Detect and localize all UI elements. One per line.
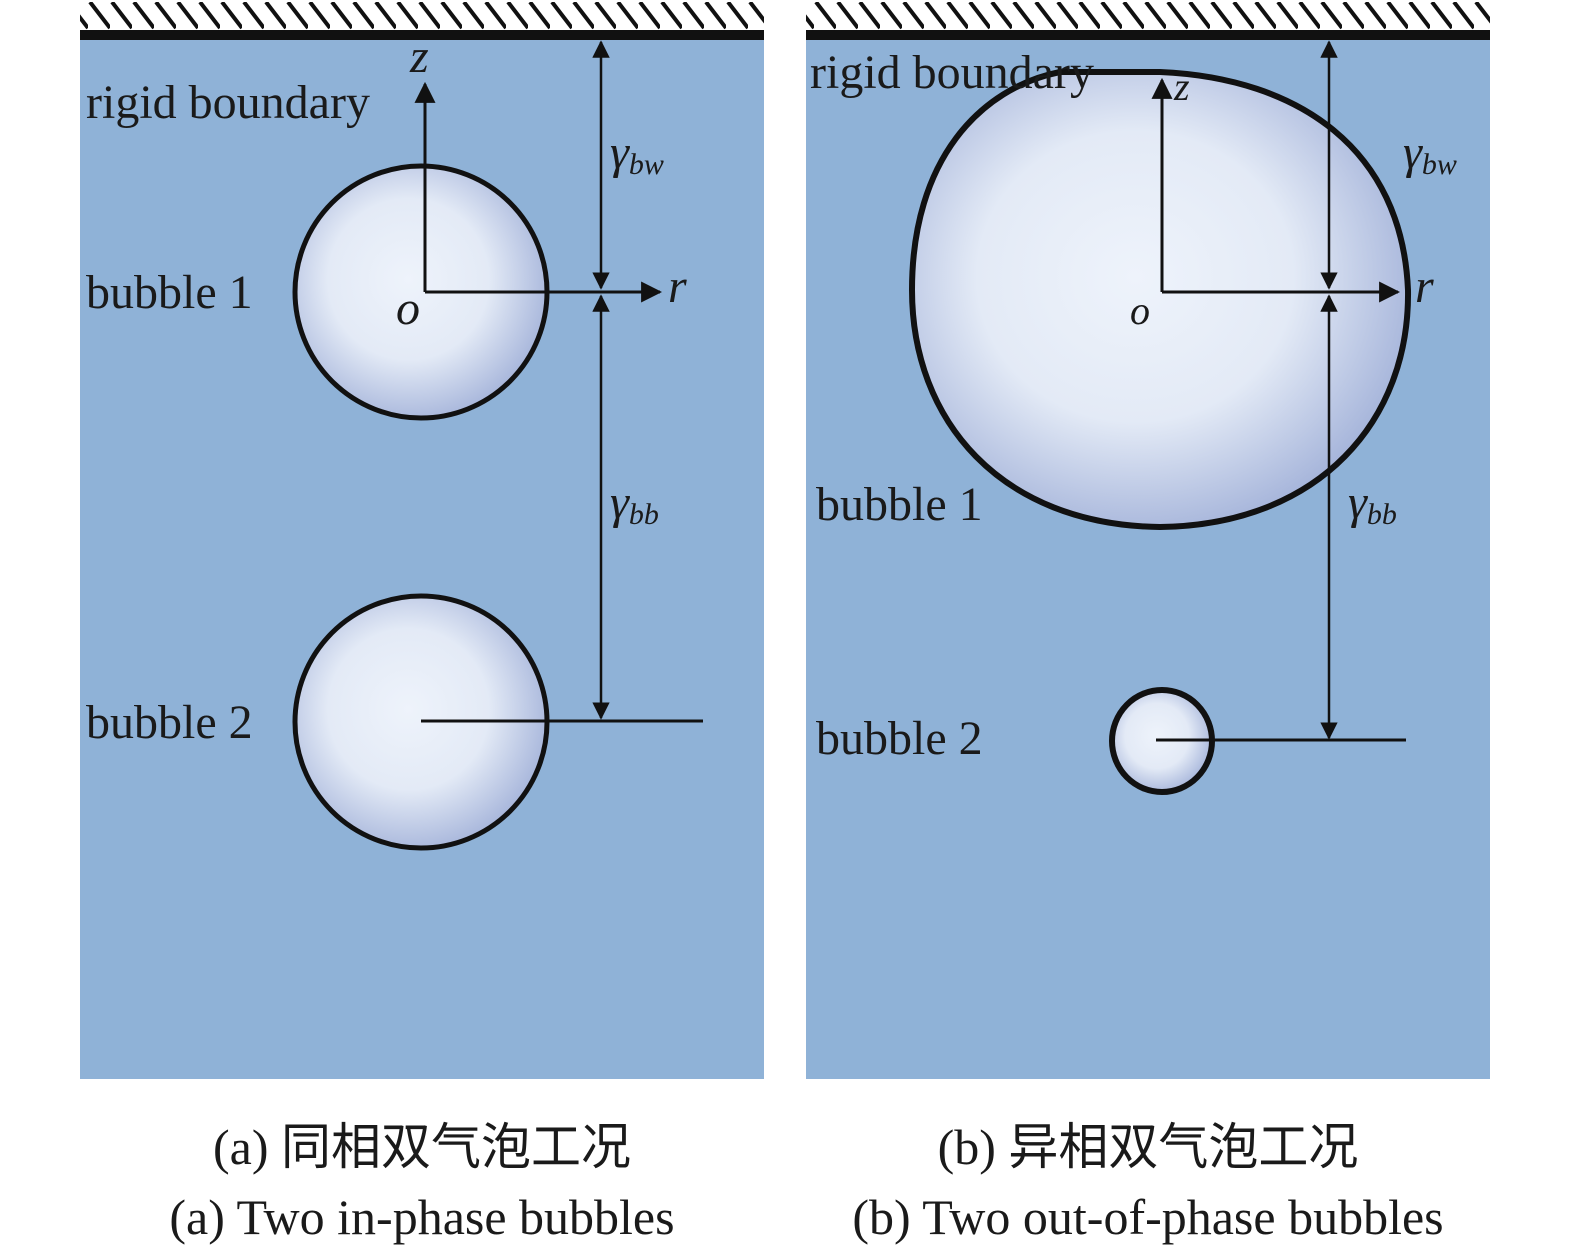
bubble1-label: bubble 1: [86, 266, 253, 319]
bb-label: γbb: [1348, 476, 1397, 531]
origin-label: o: [396, 282, 420, 335]
wall-hatching: [80, 2, 764, 32]
bubble1-label: bubble 1: [816, 478, 983, 531]
caption-a-chinese: (a) 同相双气泡工况: [213, 1119, 631, 1175]
bubble-1-deformed: [908, 69, 1412, 531]
panel-b: rigid boundary z r o γbw γbb bubble 1 bu…: [806, 2, 1490, 1079]
panel-a: rigid boundary z r o γbw γbb bubble 1 bu…: [80, 2, 764, 1079]
r-label: r: [1415, 260, 1434, 313]
bb-label: γbb: [610, 476, 659, 531]
origin-label: o: [1130, 288, 1150, 333]
caption-b-english: (b) Two out-of-phase bubbles: [852, 1189, 1444, 1245]
r-label: r: [668, 260, 687, 313]
wall-label: rigid boundary: [86, 76, 370, 129]
caption-b-chinese: (b) 异相双气泡工况: [937, 1119, 1359, 1175]
bubble2-label: bubble 2: [816, 712, 983, 765]
z-label: z: [1173, 64, 1190, 109]
z-label: z: [409, 30, 429, 83]
bw-label: γbw: [610, 126, 664, 181]
bubble2-label: bubble 2: [86, 696, 253, 749]
wall-label: rigid boundary: [810, 46, 1094, 99]
rigid-wall: [806, 30, 1490, 40]
caption-a-english: (a) Two in-phase bubbles: [169, 1189, 675, 1245]
wall-hatching: [806, 2, 1490, 32]
bw-label: γbw: [1403, 126, 1457, 181]
rigid-wall: [80, 30, 764, 40]
